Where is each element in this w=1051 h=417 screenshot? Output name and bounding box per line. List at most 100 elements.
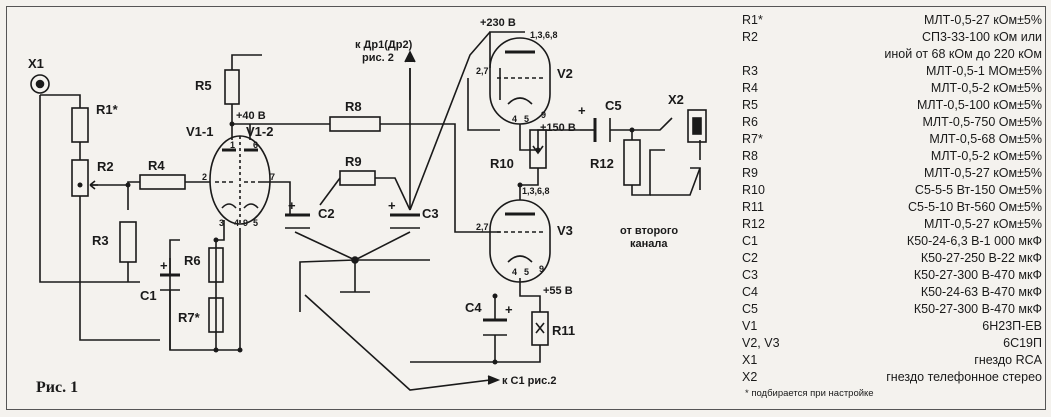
c4-plus: + [505,302,513,317]
part-value: МЛТ-0,5-750 Ом±5% [922,115,1042,129]
c2-plus: + [288,198,296,213]
v2-pin-5: 5 [524,114,529,124]
part-ref: C2 [742,251,758,265]
arrow-to-c1 [487,375,501,385]
parts-list-row: R6 МЛТ-0,5-750 Ом±5% [742,114,1042,131]
c1-capacitor [160,273,180,291]
part-ref: C1 [742,234,758,248]
r5-resistor [224,69,240,105]
r9-label: R9 [345,154,362,169]
part-ref: R6 [742,115,758,129]
ground-symbol [351,256,359,264]
part-value: МЛТ-0,5-2 кОм±5% [930,149,1042,163]
part-ref: R12 [742,217,765,231]
v1-tube [209,135,271,225]
c1-label: C1 [140,288,157,303]
part-ref: X1 [742,353,758,367]
part-value: гнездо RCA [974,353,1042,367]
part-ref: R1* [742,13,763,27]
v1-2-label: V1-2 [246,124,273,139]
v1-pin-3: 3 [219,218,224,228]
part-value: МЛТ-0,5-100 кОм±5% [917,98,1042,112]
r11-label: R11 [552,323,575,338]
part-value: К50-24-63 В-470 мкФ [920,285,1042,299]
r7-label: R7* [178,310,201,325]
v1-pin-9: 9 [243,218,248,228]
figure-frame [6,6,1046,410]
parts-list-row: R5 МЛТ-0,5-100 кОм±5% [742,97,1042,114]
parts-list-row: V2, V3 6С19П [742,335,1042,352]
v1-pin-4: 4 [234,218,239,228]
voltage-55: +55 В [543,285,573,297]
part-ref: R5 [742,98,758,112]
r6-label: R6 [184,253,201,268]
v3-label: V3 [557,223,573,238]
part-ref: R11 [742,200,765,214]
r7-resistor [208,297,224,333]
footnote: * подбирается при настройке [745,388,874,399]
r4-resistor [139,174,186,190]
arrow-to-dr1 [404,50,416,63]
r2-potentiometer [71,159,89,197]
voltage-230: +230 В [480,17,516,29]
r4-label: R4 [148,158,165,173]
part-ref: R7* [742,132,763,146]
x2-connector [687,109,707,143]
c5-label: C5 [605,98,622,113]
c3-label: C3 [422,206,439,221]
v3-pins-top: 1,3,6,8 [522,186,550,196]
v1-pin-2: 2 [202,172,207,182]
part-ref: V2, V3 [742,336,780,350]
v3-tube [489,199,551,283]
v1-pin-5: 5 [253,218,258,228]
parts-list-row: иной от 68 кОм до 220 кОм [742,46,1042,63]
c5-capacitor [593,118,611,142]
v1-pin-1: 1 [230,140,235,150]
note-second-channel-1: от второго [620,225,678,237]
r2-label: R2 [97,159,114,174]
c4-label: C4 [465,300,482,315]
v1-pin-7: 7 [270,172,275,182]
part-ref: C4 [742,285,758,299]
r3-label: R3 [92,233,109,248]
note-dr1-line1: к Др1(Др2) [355,39,413,51]
note-dr1-line2: рис. 2 [362,52,394,64]
r1-label: R1* [96,102,119,117]
v1-1-label: V1-1 [186,124,213,139]
x1-connector [30,74,50,94]
parts-list-row: X1 гнездо RCA [742,352,1042,369]
part-value: МЛТ-0,5-27 кОм±5% [923,13,1042,27]
part-ref: V1 [742,319,758,333]
part-value: 6С19П [1003,336,1042,350]
figure-caption: Рис. 1 [36,379,78,396]
v1-pin-6: 6 [253,140,258,150]
voltage-40: +40 В [236,110,266,122]
part-ref: R4 [742,81,758,95]
r8-resistor [329,116,381,132]
part-value: К50-24-6,3 В-1 000 мкФ [906,234,1042,248]
r12-resistor [623,139,641,186]
voltage-150: +150 В [540,122,576,134]
parts-list-row: R1* МЛТ-0,5-27 кОм±5% [742,12,1042,29]
v2-pins-top: 1,3,6,8 [530,30,558,40]
part-value: К50-27-300 В-470 мкФ [913,302,1042,316]
c3-plus: + [388,198,396,213]
part-ref: C3 [742,268,758,282]
r9-resistor [339,170,376,186]
v3-pins-grid: 2,7 [476,222,489,232]
part-ref: R10 [742,183,765,197]
part-ref: R2 [742,30,758,44]
r10-resistor [529,129,547,169]
part-ref: X2 [742,370,758,384]
